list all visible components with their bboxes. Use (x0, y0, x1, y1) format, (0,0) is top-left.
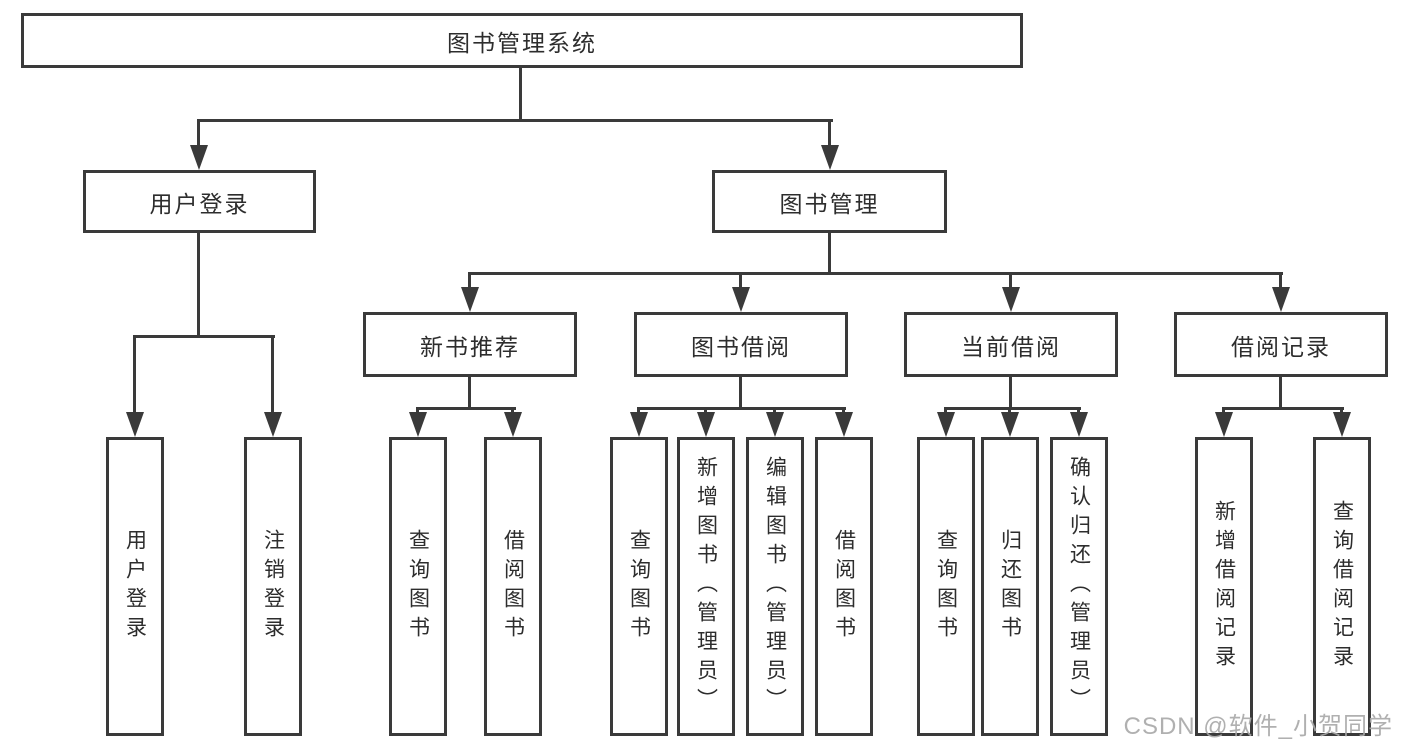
arrowhead-down-icon (1001, 412, 1019, 437)
connector (944, 407, 1081, 410)
connector (271, 335, 274, 417)
leaf-confirm-return-admin-label: 确认归还（管理员） (1067, 456, 1091, 717)
leaf-borrow-book: 借阅图书 (815, 437, 873, 736)
leaf-query-book-recommend: 查询图书 (389, 437, 447, 736)
leaf-return-book-label: 归还图书 (998, 528, 1022, 645)
leaf-edit-book-admin-label: 编辑图书（管理员） (763, 456, 787, 717)
leaf-return-book: 归还图书 (981, 437, 1039, 736)
connector (468, 272, 1283, 275)
connector (1009, 375, 1012, 410)
connector (197, 119, 833, 122)
connector (739, 375, 742, 410)
leaf-logout-label: 注销登录 (261, 528, 285, 645)
leaf-borrow-book-recommend-label: 借阅图书 (501, 528, 525, 645)
watermark: CSDN @软件_小贺同学 (1123, 713, 1393, 740)
leaf-query-borrow-record-label: 查询借阅记录 (1330, 499, 1354, 674)
arrowhead-down-icon (1070, 412, 1088, 437)
leaf-confirm-return-admin: 确认归还（管理员） (1050, 437, 1108, 736)
arrowhead-down-icon (697, 412, 715, 437)
node-borrow-record: 借阅记录 (1174, 312, 1388, 377)
node-current-borrow-label: 当前借阅 (961, 333, 1061, 360)
connector (468, 272, 471, 290)
leaf-query-borrow-record: 查询借阅记录 (1313, 437, 1371, 736)
node-user-login-label: 用户登录 (149, 190, 250, 217)
leaf-query-book-recommend-label: 查询图书 (406, 528, 430, 645)
node-current-borrow: 当前借阅 (904, 312, 1118, 377)
connector (468, 375, 471, 410)
connector (1009, 272, 1012, 290)
connector (133, 335, 136, 417)
arrowhead-down-icon (766, 412, 784, 437)
arrowhead-down-icon (264, 412, 282, 437)
leaf-query-book-current: 查询图书 (917, 437, 975, 736)
node-borrow-record-label: 借阅记录 (1231, 333, 1331, 360)
arrowhead-down-icon (1272, 287, 1290, 312)
leaf-query-book-borrow-label: 查询图书 (627, 528, 651, 645)
leaf-borrow-book-recommend: 借阅图书 (484, 437, 542, 736)
arrowhead-down-icon (937, 412, 955, 437)
leaf-query-book-borrow: 查询图书 (610, 437, 668, 736)
node-book-management-label: 图书管理 (779, 190, 880, 217)
node-book-borrow-label: 图书借阅 (691, 333, 791, 360)
node-new-book-recommend: 新书推荐 (363, 312, 577, 377)
arrowhead-down-icon (835, 412, 853, 437)
arrowhead-down-icon (126, 412, 144, 437)
arrowhead-down-icon (821, 145, 839, 170)
connector (828, 231, 831, 275)
node-book-borrow: 图书借阅 (634, 312, 848, 377)
connector (133, 335, 275, 338)
connector (1279, 375, 1282, 410)
arrowhead-down-icon (1002, 287, 1020, 312)
arrowhead-down-icon (504, 412, 522, 437)
leaf-borrow-book-label: 借阅图书 (832, 528, 856, 645)
leaf-add-book-admin: 新增图书（管理员） (677, 437, 735, 736)
leaf-user-login: 用户登录 (106, 437, 164, 736)
leaf-query-book-current-label: 查询图书 (934, 528, 958, 645)
connector (197, 231, 200, 338)
node-user-login: 用户登录 (83, 170, 316, 233)
connector (739, 272, 742, 290)
node-root-label: 图书管理系统 (447, 29, 597, 56)
leaf-add-book-admin-label: 新增图书（管理员） (694, 456, 718, 717)
arrowhead-down-icon (1215, 412, 1233, 437)
arrowhead-down-icon (190, 145, 208, 170)
leaf-user-login-label: 用户登录 (123, 528, 147, 645)
arrowhead-down-icon (409, 412, 427, 437)
leaf-logout: 注销登录 (244, 437, 302, 736)
node-root: 图书管理系统 (21, 13, 1023, 68)
node-new-book-recommend-label: 新书推荐 (420, 333, 520, 360)
connector (416, 407, 516, 410)
arrowhead-down-icon (461, 287, 479, 312)
node-book-management: 图书管理 (712, 170, 947, 233)
leaf-add-borrow-record: 新增借阅记录 (1195, 437, 1253, 736)
arrowhead-down-icon (732, 287, 750, 312)
connector (1222, 407, 1344, 410)
connector (519, 66, 522, 122)
connector (637, 407, 846, 410)
connector (828, 119, 831, 151)
leaf-add-borrow-record-label: 新增借阅记录 (1212, 499, 1236, 674)
arrowhead-down-icon (1333, 412, 1351, 437)
connector (1279, 272, 1282, 290)
connector (197, 119, 200, 151)
arrowhead-down-icon (630, 412, 648, 437)
leaf-edit-book-admin: 编辑图书（管理员） (746, 437, 804, 736)
